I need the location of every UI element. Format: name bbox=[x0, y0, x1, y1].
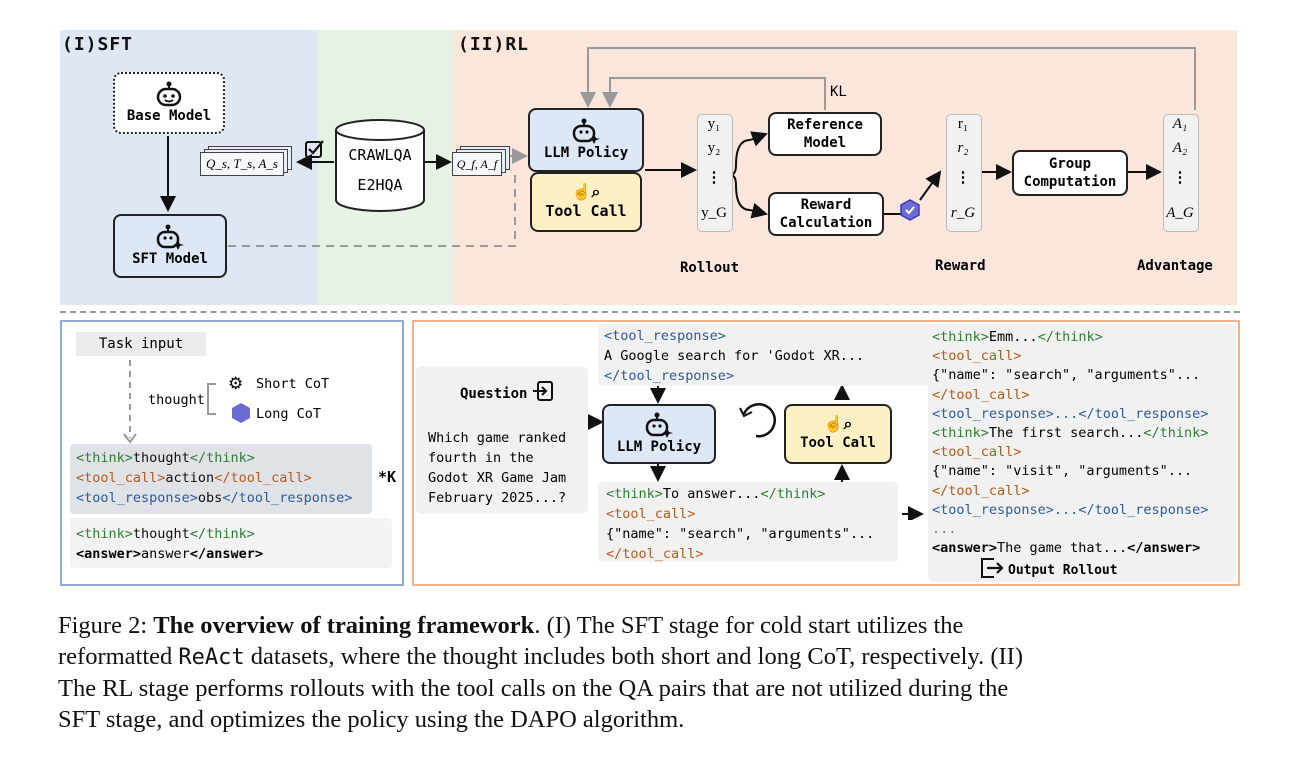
llm-policy-label: LLM Policy bbox=[543, 145, 629, 161]
tool-response-card bbox=[598, 324, 936, 386]
final-answer-code: <think>thought</think> <answer>answer</a… bbox=[76, 526, 263, 562]
robot-icon bbox=[156, 81, 182, 107]
advantage-dots: ⋮ bbox=[1172, 169, 1188, 186]
reward-column bbox=[946, 114, 982, 232]
openai-icon: ⚙ bbox=[228, 374, 244, 393]
sft-example-panel bbox=[60, 320, 404, 586]
rollout-column bbox=[697, 114, 733, 232]
final-answer-block bbox=[70, 518, 392, 568]
reward-rG: r_G bbox=[950, 205, 976, 221]
caption-code: ReAct bbox=[178, 645, 245, 670]
tool-call-label: Tool Call bbox=[545, 202, 627, 220]
rl-title: (II)RL bbox=[458, 34, 530, 55]
database-icon bbox=[335, 119, 425, 212]
reward-calc-label-1: Reward bbox=[800, 197, 852, 213]
qwen-icon bbox=[232, 403, 250, 423]
sft-title: (I)SFT bbox=[62, 34, 134, 55]
rollout-dots: ⋮ bbox=[706, 169, 722, 186]
sft-data-label: Q_s, T_s, A_s bbox=[200, 152, 284, 176]
policy-output-card bbox=[598, 482, 898, 562]
sft-model-box: SFT Model bbox=[113, 214, 227, 278]
long-cot-label: Long CoT bbox=[256, 406, 322, 422]
caption-line3: The RL stage performs rollouts with the … bbox=[58, 675, 1009, 702]
group-comp-label-1: Group bbox=[1048, 156, 1092, 172]
question-label: Question bbox=[460, 386, 528, 402]
pointer-search-icon: ☝⌕ bbox=[823, 416, 853, 433]
sft-model-label: SFT Model bbox=[132, 251, 208, 267]
example-llm-policy-label: LLM Policy bbox=[616, 439, 702, 455]
rl-data-stack: Q_f, A_f bbox=[452, 146, 510, 178]
output-rollout-code: <think>Emm...</think> <tool_call> {"name… bbox=[932, 329, 1209, 557]
reference-model-label-2: Model bbox=[803, 135, 847, 151]
caption-line1: . (I) The SFT stage for cold start utili… bbox=[534, 612, 964, 639]
policy-output-code: <think>To answer...</think> <tool_call> … bbox=[606, 486, 875, 562]
robot-sparkle-icon bbox=[156, 224, 184, 250]
advantage-a1: A₁ bbox=[1172, 116, 1188, 132]
task-input-box: Task input bbox=[76, 332, 206, 356]
llm-policy-box: LLM Policy bbox=[528, 108, 644, 172]
reward-label: Reward bbox=[935, 258, 986, 274]
checkbox-icon bbox=[305, 140, 324, 158]
repeat-k-label: *K bbox=[378, 468, 397, 486]
react-step-code: <think>thought</think> <tool_call>action… bbox=[76, 450, 353, 506]
reward-r2: r₂ bbox=[957, 140, 969, 156]
example-llm-policy-box: LLM Policy bbox=[602, 404, 716, 464]
rollout-label: Rollout bbox=[680, 260, 740, 276]
reference-model-label-1: Reference bbox=[787, 117, 863, 133]
figure-caption: Figure 2: The overview of training frame… bbox=[58, 610, 1248, 735]
reward-dots: ⋮ bbox=[955, 169, 971, 186]
reference-model-box: Reference Model bbox=[768, 112, 882, 156]
db-name-2: E2HQA bbox=[357, 176, 403, 194]
rl-example-panel bbox=[412, 320, 1240, 586]
thought-label: thought bbox=[148, 392, 205, 408]
caption-title: The overview of training framework bbox=[153, 612, 535, 639]
rollout-y1: y₁ bbox=[707, 116, 721, 132]
section-divider bbox=[60, 311, 1240, 313]
reward-calc-label-2: Calculation bbox=[779, 215, 873, 231]
caption-line2b: datasets, where the thought includes bot… bbox=[250, 643, 1023, 670]
rl-example-connectors bbox=[588, 384, 924, 520]
rollout-y2: y₂ bbox=[707, 140, 721, 156]
kl-label: KL bbox=[830, 84, 847, 100]
react-step-block bbox=[70, 444, 372, 514]
advantage-column bbox=[1163, 114, 1199, 232]
rollout-yG: y_G bbox=[701, 205, 727, 221]
advantage-aG: A_G bbox=[1166, 205, 1194, 221]
robot-sparkle-icon bbox=[572, 118, 600, 144]
output-rollout-label: Output Rollout bbox=[1008, 563, 1118, 578]
robot-sparkle-icon bbox=[645, 412, 673, 438]
output-icon bbox=[981, 558, 1004, 578]
group-comp-label-2: Computation bbox=[1023, 174, 1117, 190]
rl-data-label: Q_f, A_f bbox=[452, 152, 502, 176]
pointer-search-icon: ☝⌕ bbox=[571, 184, 601, 201]
verifier-icon bbox=[900, 199, 920, 221]
question-card bbox=[416, 366, 588, 514]
caption-line4: SFT stage, and optimizes the policy usin… bbox=[58, 706, 685, 733]
caption-prefix: Figure 2: bbox=[58, 612, 148, 639]
tool-call-box: ☝⌕ Tool Call bbox=[530, 172, 642, 232]
advantage-label: Advantage bbox=[1137, 258, 1213, 274]
sft-data-stack: Q_s, T_s, A_s bbox=[200, 146, 292, 178]
example-tool-call-box: ☝⌕ Tool Call bbox=[784, 404, 892, 464]
reward-calculation-box: Reward Calculation bbox=[768, 192, 884, 236]
output-rollout-card bbox=[928, 324, 1236, 582]
tool-response-code: <tool_response> A Google search for 'God… bbox=[604, 328, 865, 384]
db-name-1: CRAWLQA bbox=[348, 146, 412, 164]
short-cot-label: Short CoT bbox=[256, 376, 330, 392]
enter-icon bbox=[533, 381, 553, 401]
base-model-box: Base Model bbox=[113, 72, 225, 134]
top-connectors bbox=[160, 47, 1196, 247]
example-tool-call-label: Tool Call bbox=[800, 435, 876, 451]
advantage-a2: A₂ bbox=[1172, 140, 1188, 156]
base-model-label: Base Model bbox=[126, 108, 212, 124]
group-computation-box: Group Computation bbox=[1012, 150, 1128, 196]
reward-r1: r₁ bbox=[957, 116, 969, 132]
thought-connectors bbox=[123, 360, 216, 444]
question-text: Which game ranked fourth in the Godot XR… bbox=[428, 430, 567, 506]
caption-line2a: reformatted bbox=[58, 643, 173, 670]
